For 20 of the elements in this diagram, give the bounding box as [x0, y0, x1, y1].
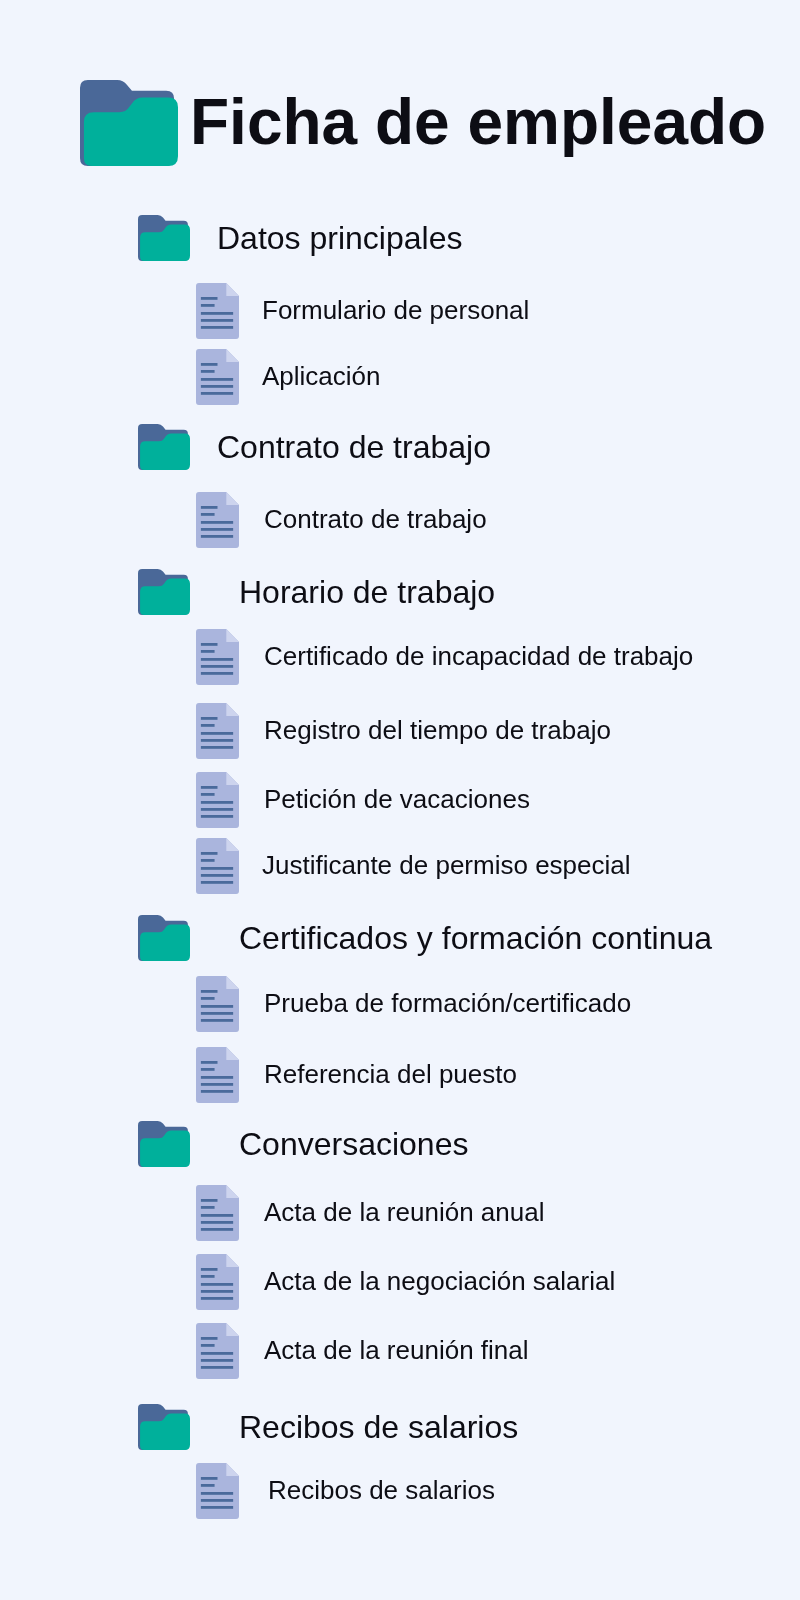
folder-title: Contrato de trabajo: [217, 427, 491, 467]
document-title: Acta de la reunión anual: [264, 1197, 545, 1229]
document-title: Prueba de formación/certificado: [264, 988, 632, 1020]
folder-title: Certificados y formación continua: [239, 918, 713, 958]
document-title: Aplicación: [262, 361, 381, 393]
folder-title: Datos principales: [217, 218, 463, 258]
document-title: Certificado de incapacidad de trabajo: [264, 641, 694, 673]
folder-title: Horario de trabajo: [239, 572, 496, 612]
document-title: Acta de la reunión final: [264, 1335, 529, 1367]
document-title: Contrato de trabajo: [264, 504, 487, 536]
folder-title: Conversaciones: [239, 1124, 469, 1164]
document-title: Acta de la negociación salarial: [264, 1266, 616, 1298]
document-title: Recibos de salarios: [268, 1475, 495, 1507]
document-title: Formulario de personal: [262, 295, 530, 327]
folder-title: Recibos de salarios: [239, 1407, 519, 1447]
document-title: Petición de vacaciones: [264, 784, 530, 816]
document-title: Registro del tiempo de trabajo: [264, 715, 611, 747]
document-title: Referencia del puesto: [264, 1059, 517, 1091]
page-title: Ficha de empleado: [190, 84, 767, 160]
document-title: Justificante de permiso especial: [262, 850, 631, 882]
